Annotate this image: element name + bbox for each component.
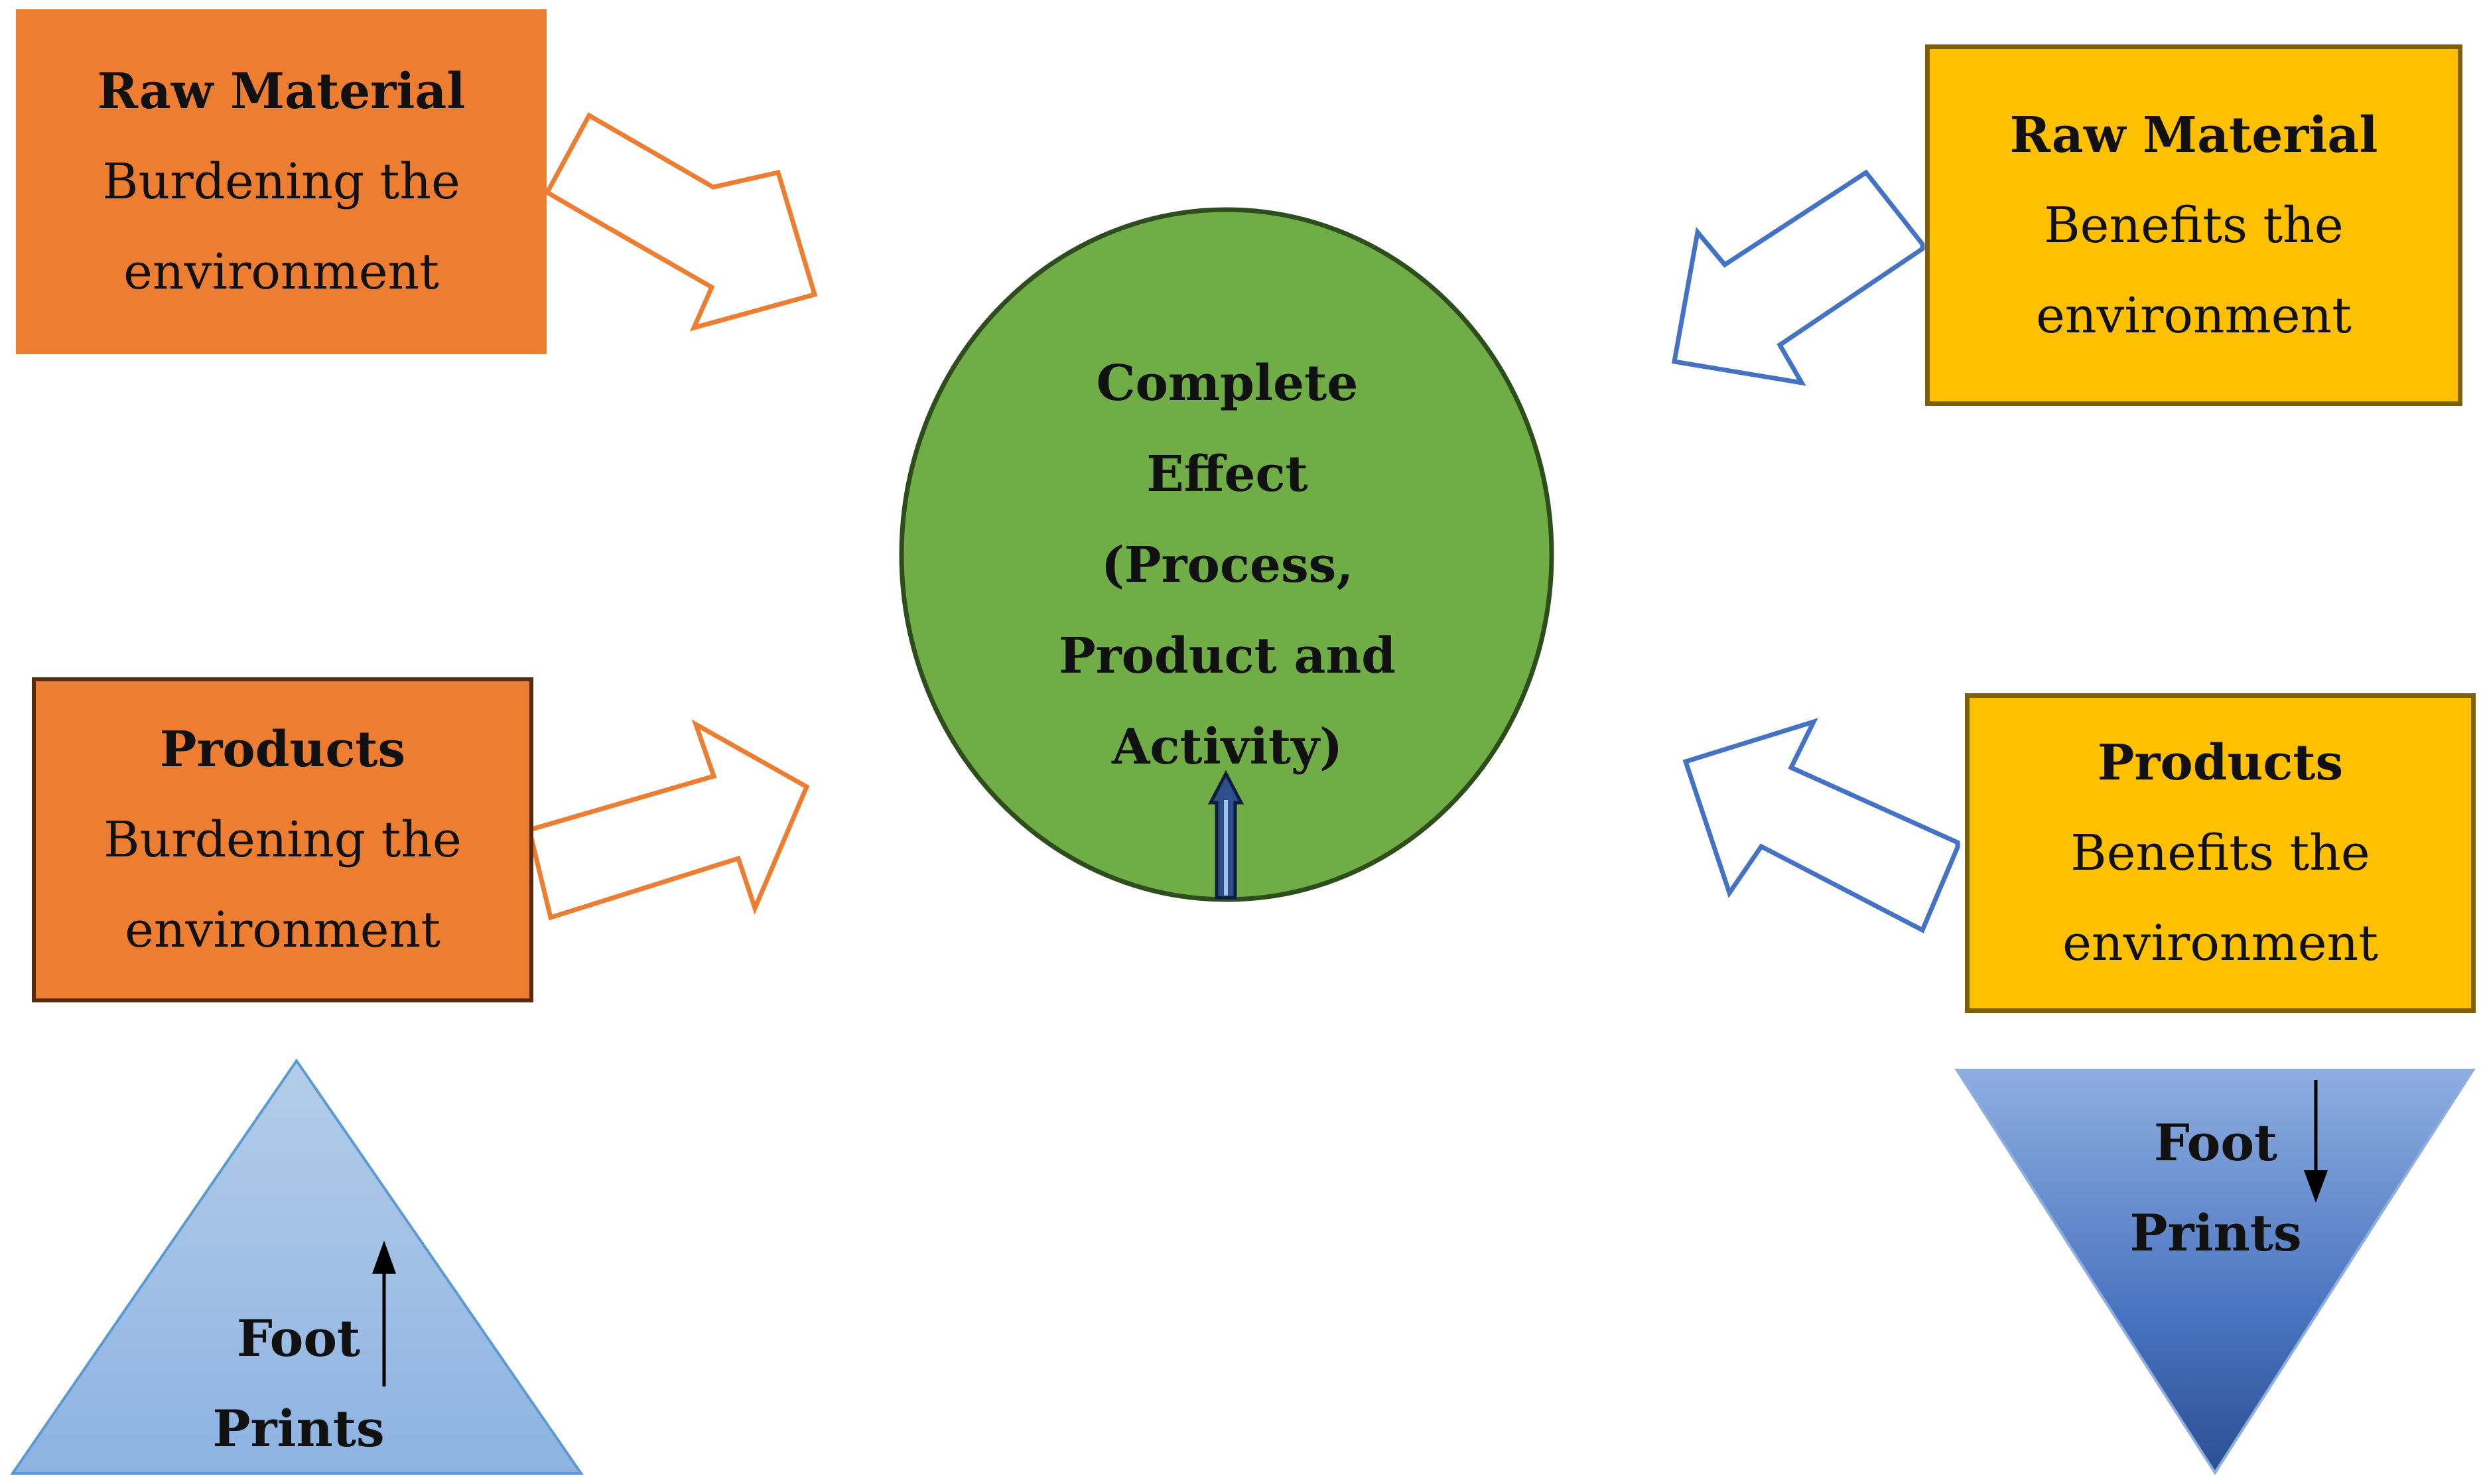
box-title: Raw Material — [97, 63, 466, 120]
arrow-raw-material-benefit — [1671, 169, 1925, 386]
center-line: Activity) — [1111, 718, 1343, 776]
footprints-line: Foot — [2153, 1113, 2278, 1172]
center-line: Effect — [1146, 446, 1308, 503]
box-line: environment — [125, 902, 440, 959]
box-line: Burdening the — [103, 811, 462, 868]
center-line: (Process, — [1101, 537, 1354, 594]
arrow-products-burden — [526, 719, 810, 921]
box-title: Products — [159, 721, 406, 778]
footprints-down-arrow-icon — [2304, 1080, 2328, 1203]
box-line: environment — [2062, 915, 2378, 972]
products-benefit-box: Products Benefits the environment — [1965, 693, 2476, 1013]
box-line: environment — [123, 243, 439, 301]
footprints-line: Prints — [212, 1399, 385, 1458]
center-up-arrow-icon — [1207, 770, 1244, 900]
box-line: Benefits the — [2044, 196, 2344, 254]
footprints-line: Foot — [236, 1309, 361, 1368]
products-burden-box: Products Burdening the environment — [32, 677, 533, 1002]
box-line: environment — [2036, 287, 2352, 344]
footprints-line: Prints — [2129, 1203, 2302, 1262]
arrow-raw-material-burden — [544, 112, 818, 332]
complete-effect-circle — [899, 207, 1554, 902]
box-line: Burdening the — [102, 153, 460, 210]
footprints-up-triangle — [10, 1058, 584, 1475]
arrow-products-benefit — [1682, 718, 1960, 933]
footprints-down-triangle — [1954, 1069, 2476, 1475]
center-line: Complete — [1096, 355, 1359, 412]
center-line: Product and — [1058, 628, 1396, 685]
raw-material-burden-box: Raw Material Burdening the environment — [16, 9, 547, 354]
raw-material-benefit-box: Raw Material Benefits the environment — [1925, 44, 2462, 406]
footprints-left-label: Foot Prints — [199, 1294, 398, 1474]
box-title: Products — [2097, 734, 2344, 791]
footprints-up-arrow-icon — [372, 1241, 396, 1386]
footprints-right-label: Foot Prints — [2116, 1098, 2315, 1278]
box-line: Benefits the — [2070, 825, 2370, 882]
complete-effect-label: Complete Effect (Process, Product and Ac… — [975, 338, 1479, 793]
box-title: Raw Material — [2009, 106, 2378, 164]
